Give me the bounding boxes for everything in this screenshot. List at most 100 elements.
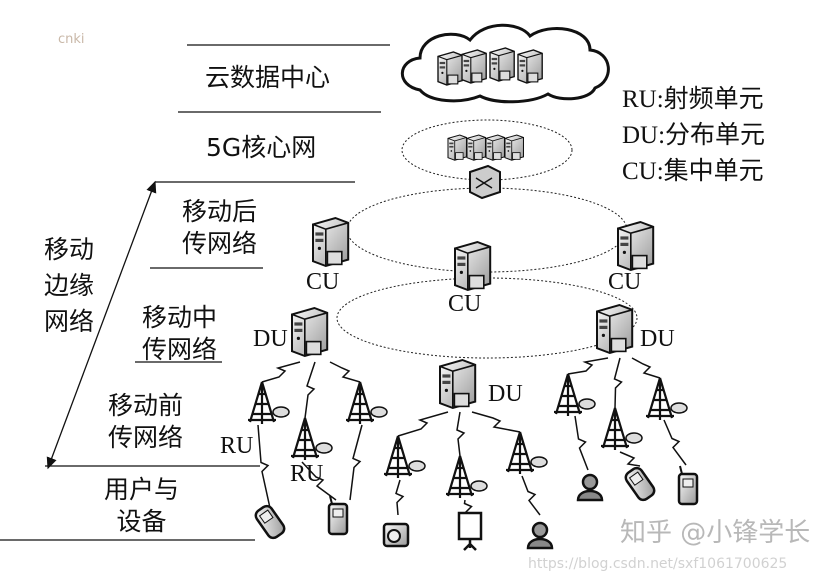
antenna-unit [315,442,333,454]
server-edge [454,246,491,291]
antenna-unit [578,398,596,410]
server-slot [620,236,629,240]
server-slot [439,66,446,69]
wireless-link [349,424,363,501]
phone-screen [628,471,644,486]
antenna-unit [272,406,290,418]
datacenter-server-icon [489,47,515,82]
server-edge [504,137,524,161]
pda-icon [677,465,699,506]
server-edge [596,309,633,354]
server-slot [449,145,454,148]
server-edge [461,52,487,84]
du-server-icon [290,306,329,358]
pda-antenna [679,465,683,475]
server-slot [599,325,608,329]
server-led [317,246,321,250]
wireless-link [613,357,623,409]
tower-frame [601,407,629,450]
cu-server-icon [616,220,655,272]
server-slot [449,142,454,145]
tower-icon [248,381,290,424]
du-label: DU [253,326,288,352]
pda-screen [332,508,344,518]
core-server-icon [504,134,525,161]
server-monitor [493,152,502,160]
server-slot [468,145,473,148]
tower-frame [248,381,276,424]
tower-frame [384,435,412,478]
server-edge [485,137,505,161]
server-slot [442,380,451,384]
wireless-link [521,475,541,516]
tower-icon [601,407,643,450]
pda-screen [682,478,694,488]
screen-board [457,511,483,541]
tower-frame [646,377,674,420]
antenna-unit [670,402,688,414]
server-monitor [305,340,322,356]
router-icon [469,164,501,200]
server-monitor [453,392,470,408]
server-slot [620,242,629,246]
label-line: 传网络 [182,229,258,258]
tower-frame [346,381,374,424]
phone-screen [258,509,274,524]
camera-icon [382,522,410,548]
wireless-link [329,361,361,383]
label-line: 传网络 [108,423,184,452]
server-monitor [468,274,485,290]
phone-icon [254,504,286,540]
core-server-icon [447,134,468,161]
wireless-link [471,411,521,433]
server-monitor [471,72,483,83]
server-slot [519,59,526,63]
cu-label: CU [306,269,340,295]
layer-users-label: 用户与 设备 [104,474,179,538]
cu-label: CU [608,269,642,295]
core-server-icon [466,134,487,161]
server-slot [487,142,492,145]
server-monitor [631,254,648,270]
cu-server-icon [453,240,492,292]
label-line: 设备 [116,507,167,536]
server-edge [312,222,349,267]
antenna-unit [530,456,548,468]
user-icon [576,473,604,502]
antenna-unit [370,406,388,418]
server-edge [489,50,515,82]
cnki-watermark: cnki [58,32,85,47]
server-edge [291,312,328,357]
zhihu-watermark: 知乎 @小锋学长 [620,518,811,548]
server-monitor [474,152,483,160]
du-label: DU [488,381,523,407]
tower-icon [384,435,426,478]
du-server-icon [595,303,634,355]
du-label: DU [640,326,675,352]
label-line: 移动后 [182,197,258,226]
datacenter-server-icon [517,49,543,84]
tower-icon [506,431,548,474]
layer-midhaul-label: 移动中 传网络 [142,302,217,366]
router-arrows [475,177,493,189]
pda-icon [327,495,349,536]
wireless-link [301,461,337,501]
label-line: 网络 [44,307,95,336]
legend-ru: RU:射频单元 [622,86,764,113]
screen-stand [463,539,477,551]
server-slot [487,145,492,148]
user-body [576,489,604,502]
server-slot [463,59,470,63]
server-led [469,150,472,152]
core-server-icon [485,134,506,161]
wireless-link [257,424,271,509]
antenna-unit [408,460,426,472]
wireless-link [304,361,316,419]
phone-icon [624,466,656,502]
server-monitor [499,70,511,81]
server-edge [466,137,486,161]
server-led [488,150,491,152]
du-server-icon [438,358,477,410]
